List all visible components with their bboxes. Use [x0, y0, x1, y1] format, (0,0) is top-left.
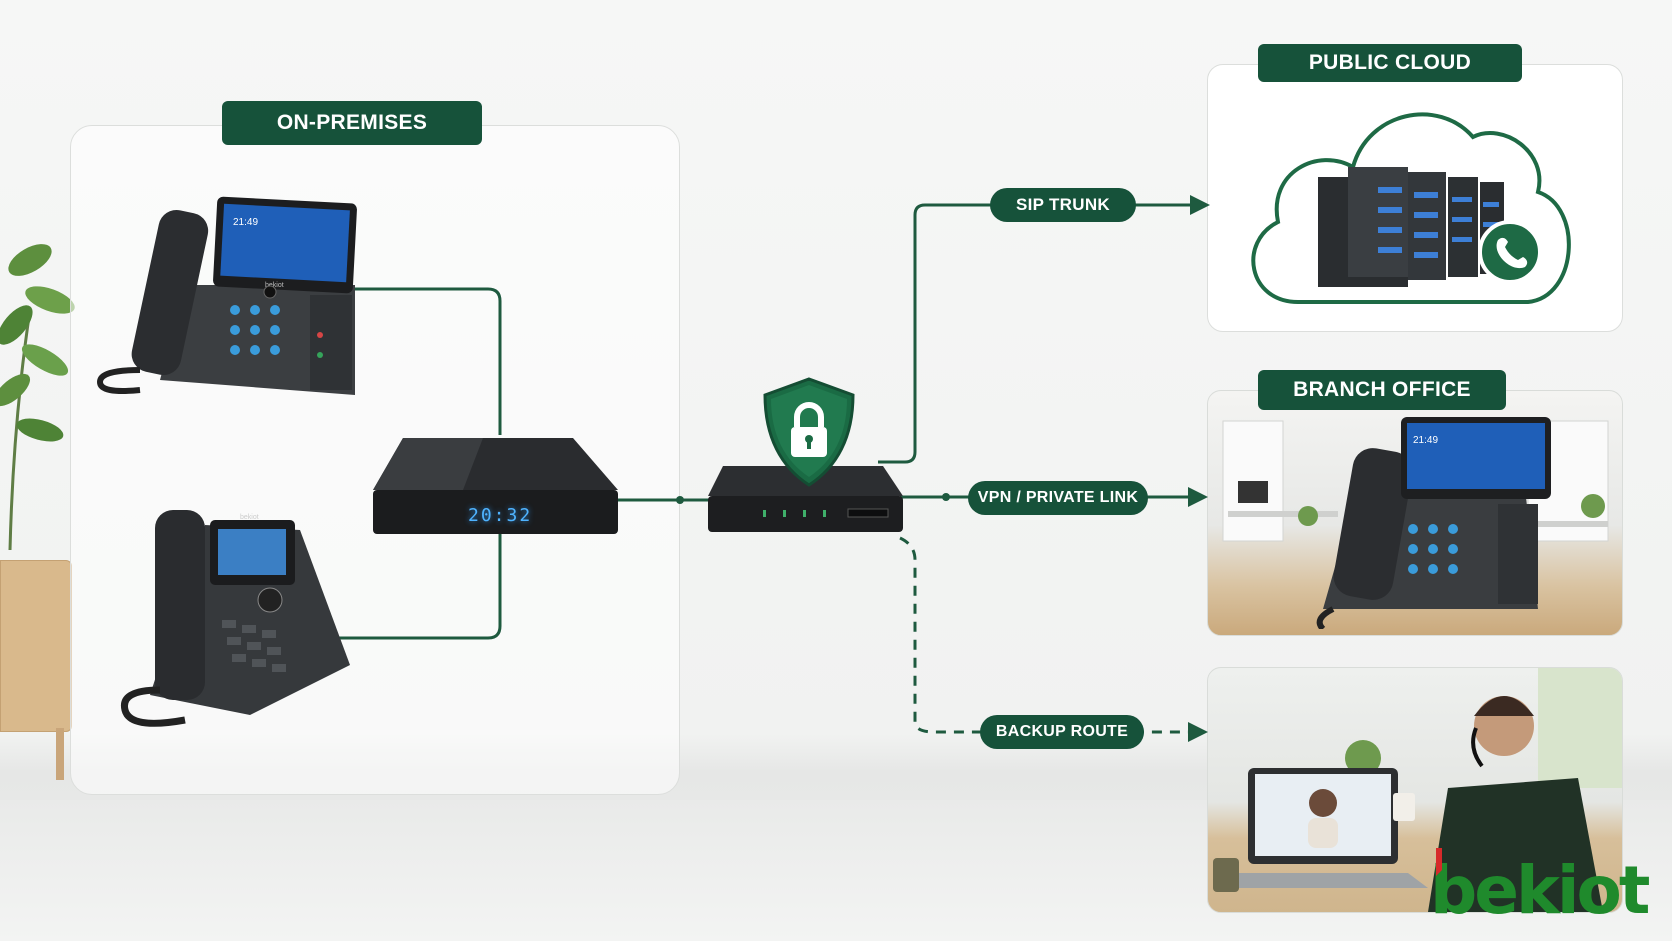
cabinet-leg: [56, 728, 64, 780]
ip-desk-phone-top-icon: 21:49 bekiot: [96, 196, 357, 395]
sip-trunk-line: [878, 203, 1190, 464]
remote-worker-illustration: [1213, 668, 1622, 912]
cabinet-decoration: [0, 560, 72, 732]
bottom-phone-brand: bekiot: [240, 514, 259, 521]
pbx-clock-display: 20:32: [468, 505, 533, 526]
cloud-icon: [1251, 112, 1571, 304]
branch-desk-phone-icon: 21:49: [1316, 417, 1551, 629]
phone-top-link-line: [330, 287, 502, 435]
public-cloud-label: PUBLIC CLOUD: [1258, 44, 1522, 82]
ip-pbx-device-icon: [373, 438, 618, 534]
branch-office-photo: 21:49: [1207, 390, 1623, 636]
bekiot-logo: bekiot: [1430, 858, 1650, 924]
security-shield-icon: [763, 377, 855, 487]
ip-desk-phone-bottom-icon: bekiot: [120, 510, 350, 727]
branch-phone-clock: 21:49: [1413, 435, 1438, 446]
backup-route-label: BACKUP ROUTE: [980, 715, 1144, 749]
on-premises-label: ON-PREMISES: [222, 101, 482, 145]
sip-trunk-arrow: [1190, 195, 1210, 215]
logo-red-accent: [1436, 848, 1442, 876]
vpn-arrow: [1188, 487, 1208, 507]
top-phone-clock: 21:49: [233, 217, 258, 228]
backup-route-arrow: [1188, 722, 1208, 742]
remote-worker-photo: [1207, 667, 1623, 913]
branch-office-label: BRANCH OFFICE: [1258, 370, 1506, 410]
lock-icon: [791, 402, 827, 457]
backup-route-line: [899, 536, 1190, 734]
sip-trunk-label: SIP TRUNK: [990, 188, 1136, 222]
plant-decoration: [0, 244, 75, 551]
top-phone-brand: bekiot: [265, 282, 284, 289]
phone-bottom-link-line: [332, 528, 502, 640]
logo-text: bekiot: [1430, 852, 1650, 929]
vpn-private-link-label: VPN / PRIVATE LINK: [968, 481, 1148, 515]
phone-call-icon: [1478, 220, 1542, 284]
